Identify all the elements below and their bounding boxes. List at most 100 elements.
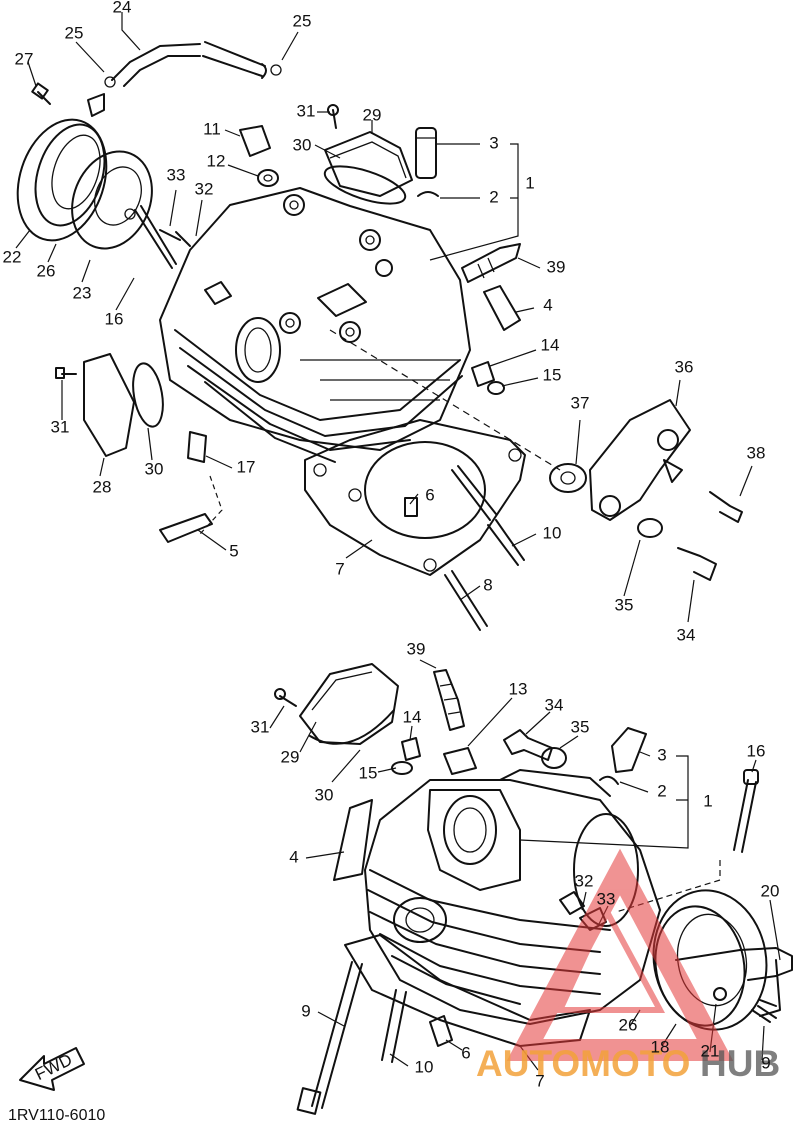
callout-10: 10 bbox=[543, 523, 562, 542]
callout-10: 10 bbox=[415, 1057, 434, 1076]
callout-13: 13 bbox=[509, 679, 528, 698]
bolt-34-upper bbox=[677, 547, 717, 581]
callout-3: 3 bbox=[489, 133, 498, 152]
callout-23: 23 bbox=[73, 283, 92, 302]
rubber-4-upper bbox=[483, 285, 521, 331]
dowel-17 bbox=[187, 431, 207, 463]
callout-11: 11 bbox=[203, 119, 221, 138]
callout-24: 24 bbox=[113, 0, 132, 16]
fitting-32-33 bbox=[159, 229, 191, 247]
rubber-4-lower bbox=[333, 799, 373, 881]
callout-14: 14 bbox=[541, 335, 560, 354]
callout-32: 32 bbox=[575, 871, 594, 890]
callout-25: 25 bbox=[65, 23, 84, 42]
callout-22: 22 bbox=[3, 247, 22, 266]
watermark-text-hub: HUB bbox=[700, 1043, 780, 1084]
callout-14: 14 bbox=[403, 707, 422, 726]
spark-plug-39-upper bbox=[461, 243, 521, 283]
side-cover-28 bbox=[55, 353, 164, 457]
callout-9: 9 bbox=[301, 1001, 310, 1020]
nut-washer-11-12 bbox=[239, 125, 279, 187]
bolt-38 bbox=[709, 491, 743, 523]
clip-2-lower bbox=[599, 775, 619, 785]
callout-7: 7 bbox=[335, 559, 344, 578]
callout-31: 31 bbox=[297, 101, 316, 120]
callout-31: 31 bbox=[51, 417, 70, 436]
watermark: AUTOMOTO HUB bbox=[476, 848, 780, 1084]
pipe-5 bbox=[159, 513, 213, 543]
cylinder-head-upper bbox=[159, 187, 471, 463]
nut-14-lower bbox=[401, 737, 421, 761]
callout-25: 25 bbox=[293, 11, 312, 30]
washer-15-upper bbox=[487, 381, 505, 395]
diagram-code: 1RV110-6010 bbox=[8, 1107, 105, 1124]
callout-16: 16 bbox=[747, 741, 766, 760]
callout-31: 31 bbox=[251, 717, 270, 736]
callout-16: 16 bbox=[105, 309, 124, 328]
callout-4: 4 bbox=[543, 295, 552, 314]
callout-27: 27 bbox=[15, 49, 34, 68]
watermark-text-auto: AUTOMOTO bbox=[476, 1043, 690, 1084]
bolt-34-lower bbox=[503, 729, 553, 761]
callout-21: 21 bbox=[701, 1041, 720, 1060]
head-gasket-upper bbox=[304, 419, 526, 576]
breather-hose bbox=[104, 41, 282, 88]
nut-14-upper bbox=[471, 361, 495, 387]
callout-29: 29 bbox=[281, 747, 300, 766]
callout-26: 26 bbox=[619, 1015, 638, 1034]
callout-15: 15 bbox=[359, 763, 378, 782]
callout-33: 33 bbox=[167, 165, 186, 184]
bolt-16-lower bbox=[733, 779, 757, 853]
stud-10-lower bbox=[381, 989, 407, 1063]
callout-15: 15 bbox=[543, 365, 562, 384]
callout-9: 9 bbox=[761, 1053, 770, 1072]
valve-guide-3 bbox=[415, 127, 439, 197]
nut-13 bbox=[443, 747, 477, 775]
callout-37: 37 bbox=[571, 393, 590, 412]
callout-5: 5 bbox=[229, 541, 238, 560]
dowel-6-lower bbox=[429, 1015, 453, 1047]
washer-35-upper bbox=[637, 518, 663, 538]
leader-lines-upper bbox=[15, 12, 753, 623]
callout-30: 30 bbox=[293, 135, 312, 154]
callout-4: 4 bbox=[289, 847, 298, 866]
callout-18: 18 bbox=[651, 1037, 670, 1056]
callout-1: 1 bbox=[703, 791, 712, 810]
callout-8: 8 bbox=[483, 575, 492, 594]
callout-2: 2 bbox=[657, 781, 666, 800]
callout-6: 6 bbox=[461, 1043, 470, 1062]
spark-plug-39-lower bbox=[433, 669, 465, 731]
callout-2: 2 bbox=[489, 187, 498, 206]
callout-7: 7 bbox=[535, 1071, 544, 1090]
callout-29: 29 bbox=[363, 105, 382, 124]
callout-33: 33 bbox=[597, 889, 616, 908]
upper-assembly bbox=[15, 12, 753, 631]
callout-26: 26 bbox=[37, 261, 56, 280]
callout-35: 35 bbox=[571, 717, 590, 736]
callout-20: 20 bbox=[761, 881, 780, 900]
callout-3: 3 bbox=[657, 745, 666, 764]
callout-6: 6 bbox=[425, 485, 434, 504]
fwd-arrow: FWD bbox=[19, 1047, 85, 1091]
collar-37 bbox=[549, 463, 587, 493]
dowel-6-upper bbox=[404, 497, 418, 517]
valve-guide-3-lower bbox=[611, 727, 647, 773]
stud-10-upper bbox=[487, 519, 525, 566]
callout-38: 38 bbox=[747, 443, 766, 462]
callout-28: 28 bbox=[93, 477, 112, 496]
bracket-36 bbox=[589, 399, 691, 521]
stud-9-lower bbox=[311, 961, 363, 1109]
bolt-27 bbox=[37, 91, 51, 105]
hose-clamp-left bbox=[104, 76, 116, 88]
washer-35-lower bbox=[541, 747, 567, 769]
callout-labels: 24 25 25 27 11 31 29 3 1 12 30 2 33 32 2… bbox=[3, 0, 780, 1090]
valve-cover-29-top bbox=[323, 104, 413, 205]
callout-30: 30 bbox=[145, 459, 164, 478]
left-side-cover bbox=[16, 82, 191, 269]
stud-8 bbox=[444, 570, 488, 631]
washer-15-lower bbox=[391, 761, 413, 775]
hose-clamp-right bbox=[270, 64, 282, 76]
callout-32: 32 bbox=[195, 179, 214, 198]
callout-17: 17 bbox=[237, 457, 256, 476]
